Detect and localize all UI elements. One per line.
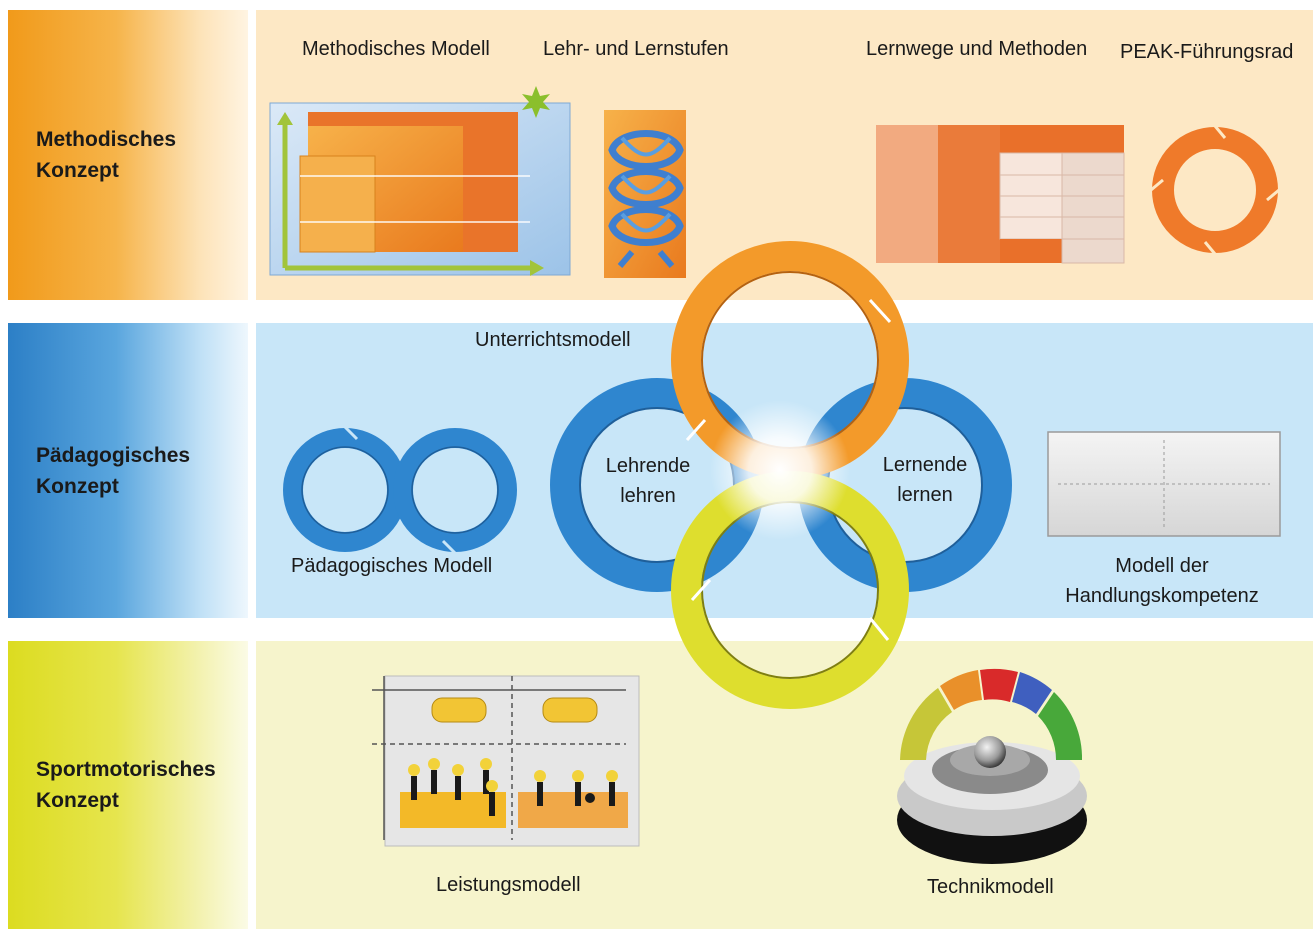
- section-sportmotorisches-konzept: Sportmotorisches Konzept: [8, 641, 248, 929]
- technikmodell-graphic: [897, 668, 1087, 864]
- section-label: Methodisches Konzept: [36, 128, 177, 182]
- section-methodisches-konzept: Methodisches Konzept: [8, 10, 248, 300]
- methodisches-modell-graphic: [269, 86, 571, 276]
- label-technikmodell: Technikmodell: [927, 876, 1054, 898]
- unterrichtsmodell-graphic: [550, 241, 1012, 709]
- section-paedagogisches-konzept: Pädagogisches Konzept: [8, 323, 248, 618]
- leistungsmodell-graphic: [372, 675, 640, 847]
- label-lehrende-lehren: Lehrende lehren: [605, 455, 691, 507]
- label-peak-fuehrungsrad: PEAK-Führungsrad: [1120, 41, 1294, 63]
- peak-fuehrungsrad-graphic: [1150, 125, 1280, 255]
- label-paedagogisches-modell: Pädagogisches Modell: [291, 555, 493, 577]
- section-label: Pädagogisches Konzept: [36, 443, 191, 498]
- handlungskompetenz-graphic: [1047, 431, 1281, 537]
- label-handlungskompetenz: Modell der Handlungskompetenz: [1065, 555, 1259, 607]
- label-methodisches-modell: Methodisches Modell: [302, 38, 490, 60]
- label-lernwege-methoden: Lernwege und Methoden: [866, 38, 1088, 60]
- lehr-lernstufen-graphic: [604, 110, 686, 278]
- lernwege-methoden-graphic: [876, 125, 1125, 264]
- label-lehr-lernstufen: Lehr- und Lernstufen: [543, 38, 729, 60]
- label-lernende-lernen: Lernende lernen: [882, 454, 968, 506]
- section-label: Sportmotorisches Konzept: [36, 758, 216, 812]
- label-leistungsmodell: Leistungsmodell: [436, 874, 581, 896]
- label-unterrichtsmodell: Unterrichtsmodell: [475, 329, 631, 351]
- paedagogisches-modell-graphic: [283, 425, 517, 555]
